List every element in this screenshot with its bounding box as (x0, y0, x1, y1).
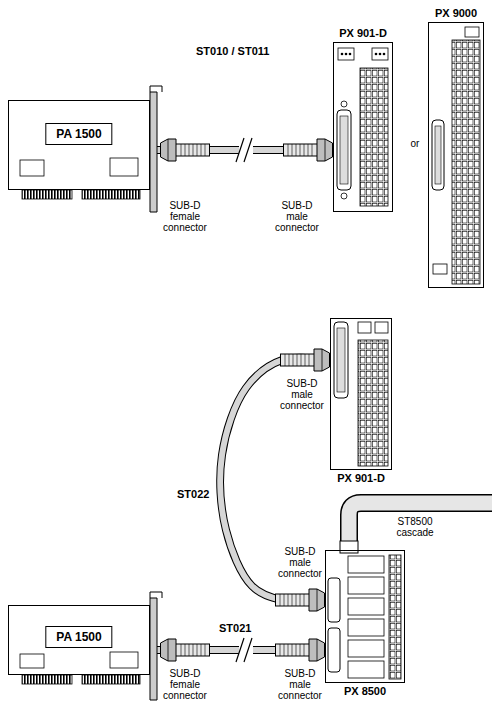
card-detail (20, 86, 162, 212)
board-detail (337, 48, 388, 206)
board-detail-part (375, 53, 378, 56)
card-detail-part (150, 92, 157, 212)
board-detail-part (334, 322, 348, 398)
board-detail-part (465, 27, 479, 37)
cable-name: ST022 (176, 488, 210, 501)
board-detail-part (348, 661, 384, 678)
board-detail-part (383, 53, 386, 56)
subd-plug-part-part (161, 639, 210, 661)
connector-label: SUB-D male connector (276, 546, 324, 579)
terminal-board: PX 901-D (333, 42, 393, 212)
board-detail (432, 27, 480, 284)
break-mark (236, 138, 253, 662)
connector-label: SUB-D male connector (276, 668, 324, 701)
board-detail-part (375, 322, 388, 333)
subd-plug-part (281, 349, 330, 371)
terminal-board: PX 901-D (330, 318, 392, 470)
alternative-note: or (405, 138, 425, 149)
card-detail-part (150, 592, 162, 598)
board-detail-part (379, 53, 382, 56)
subd-plug-part (161, 139, 210, 161)
board-detail-part (358, 340, 388, 466)
board-detail-part (341, 53, 344, 56)
board-detail-part (348, 577, 384, 594)
cable-name: ST8500 cascade (388, 516, 442, 538)
card-detail-part (110, 652, 138, 668)
board-detail-part (432, 120, 444, 190)
board-detail-part (338, 48, 354, 60)
board-detail-part (372, 48, 388, 60)
break-mark-part (236, 638, 252, 662)
connector-label: SUB-D male connector (272, 200, 322, 233)
board-detail-part (435, 126, 441, 184)
interface-card: PA 1500 (8, 605, 150, 675)
board-name: PX 8500 (344, 685, 386, 698)
ribbon-cable-part (349, 503, 492, 541)
board-detail-part (328, 628, 340, 672)
break-mark-part (236, 138, 252, 162)
relay-board: PX 8500 (325, 550, 405, 683)
board-detail (328, 555, 401, 679)
subd-plug-part-part (161, 139, 210, 161)
card-detail-part (20, 160, 44, 176)
board-name: PX 9000 (435, 7, 477, 20)
board-detail-part (348, 619, 384, 636)
board-detail-part (348, 598, 384, 615)
card-detail-part (20, 654, 44, 668)
card-name: PA 1500 (45, 626, 112, 648)
board-detail-part (348, 640, 384, 657)
subd-plug-part (276, 639, 325, 661)
connector-label: SUB-D male connector (278, 378, 326, 411)
board-detail-part (341, 193, 347, 199)
card-detail-part (150, 86, 162, 92)
board-detail-part (349, 53, 352, 56)
board-detail-part (452, 40, 480, 284)
card-detail (20, 592, 162, 700)
board-detail-part (360, 68, 388, 206)
subd-plug-part (161, 639, 210, 661)
ribbon-cable (340, 503, 492, 553)
cable-name: ST021 (218, 622, 252, 635)
board-detail-part (358, 322, 371, 333)
board-detail-part (433, 264, 447, 274)
connector-label: SUB-D female connector (160, 668, 210, 701)
card-detail-part (150, 598, 157, 700)
board-detail-part (337, 110, 351, 190)
subd-plug-part (284, 139, 333, 161)
card-detail-part (110, 158, 138, 176)
board-detail-part (337, 328, 345, 392)
card-name: PA 1500 (45, 123, 112, 145)
board-detail-part (341, 101, 347, 107)
ribbon-cable-part (349, 503, 492, 541)
subd-plug (161, 139, 333, 661)
board-detail-part (328, 578, 340, 622)
board-detail-part (389, 555, 401, 679)
board-detail-part (340, 116, 348, 184)
board-detail-part (348, 556, 384, 573)
cable (220, 358, 330, 601)
ribbon-cable-part (340, 541, 358, 553)
subd-plug-part (276, 589, 325, 611)
terminal-board: PX 9000 (428, 22, 484, 288)
cable-core (220, 358, 330, 601)
board-name: PX 901-D (337, 472, 385, 485)
board-detail (334, 322, 388, 466)
cable-outline (220, 358, 330, 601)
board-name: PX 901-D (339, 27, 387, 40)
connector-label: SUB-D female connector (160, 200, 210, 233)
cable-name: ST010 / ST011 (195, 45, 270, 58)
card-detail-part (22, 190, 72, 199)
card-detail-part (82, 190, 140, 199)
interface-card: PA 1500 (8, 100, 150, 190)
board-detail-part (345, 53, 348, 56)
card-detail-part (82, 675, 140, 684)
card-detail-part (22, 675, 72, 684)
